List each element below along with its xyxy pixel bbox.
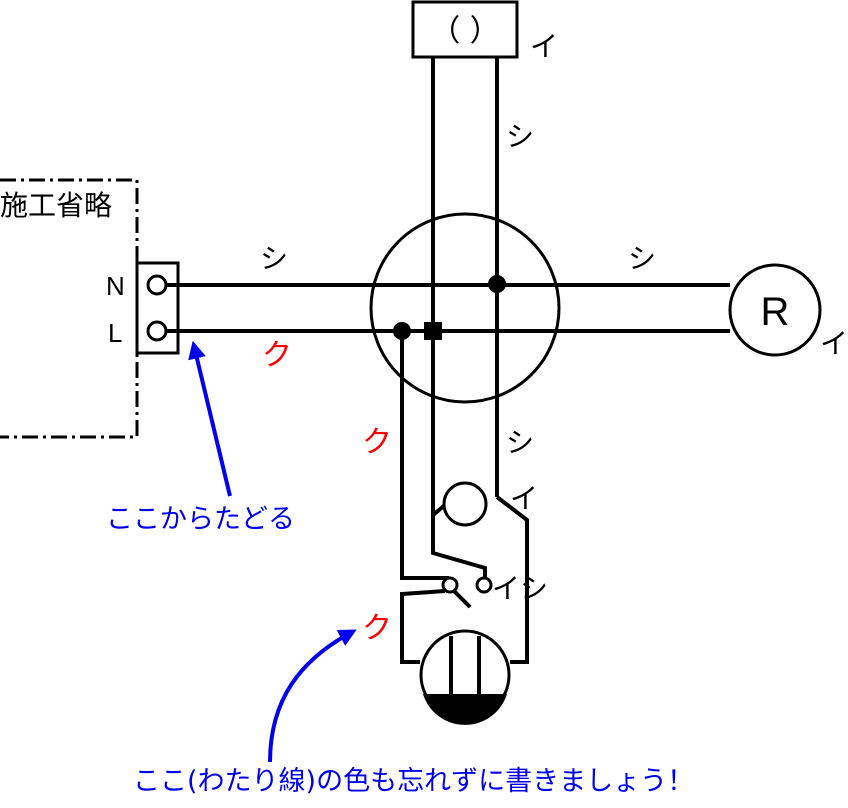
arrow-trace (188, 340, 232, 497)
switch-lever (451, 588, 472, 609)
label-top-wire: シ (506, 120, 534, 153)
fixture-box-label: （ ） (430, 14, 500, 49)
label-pilot-lamp: イ (510, 482, 538, 515)
pilot-lamp (442, 481, 488, 527)
terminal-l-label: L (108, 318, 122, 348)
label-right-wire: シ (628, 242, 656, 275)
switch-contact-right (475, 576, 493, 594)
annotation-trace: ここからたどる (106, 504, 295, 535)
terminal-n-label: N (106, 271, 125, 301)
power-source-label: 施工省略 (0, 189, 112, 222)
fixture-R (728, 263, 822, 357)
label-center-down: シ (506, 426, 534, 459)
arrow-crossover (268, 629, 357, 763)
connection-dot-neutral (488, 275, 506, 293)
label-R-mark: イ (820, 327, 848, 360)
wire-pilot-left (431, 497, 487, 578)
terminal-l (146, 320, 168, 342)
wire-pilot-right (495, 495, 529, 664)
label-left-lower: ク (262, 338, 292, 373)
fixture-R-label: R (761, 290, 790, 334)
wire-crossover (400, 589, 446, 664)
wire-switch-line (400, 331, 449, 580)
label-left-down: ク (362, 425, 392, 460)
label-outlet-crossover: ク (362, 611, 392, 646)
label-switch: イシ (492, 572, 548, 605)
junction-box (369, 212, 561, 404)
annotation-crossover: ここ(わたり線)の色も忘れずに書きましょう！ (133, 766, 694, 797)
fixture-box-top (411, 0, 519, 59)
outlet-ground-fill (423, 694, 507, 725)
connection-square (424, 322, 442, 340)
switch-contact-left (441, 576, 459, 594)
terminal-n (146, 274, 168, 296)
label-top-fixture: イ (530, 30, 558, 63)
label-left-upper: シ (260, 242, 288, 275)
